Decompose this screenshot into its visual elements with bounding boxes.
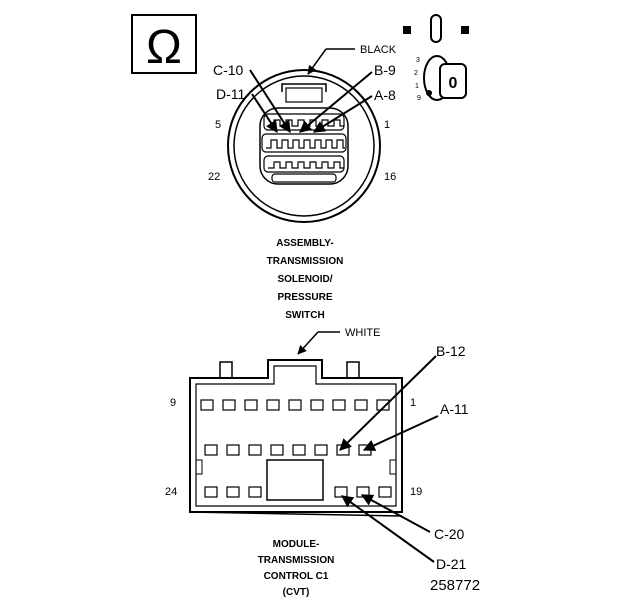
pin-callout-b9: B-9 — [374, 62, 396, 78]
pin-cavity-row1-3 — [244, 399, 258, 411]
pin-callout-a8: A-8 — [374, 87, 396, 103]
meter-scale-2: 2 — [414, 70, 418, 77]
pin-cavity-row1-2 — [222, 399, 236, 411]
bottom-corner-24: 24 — [165, 486, 177, 498]
pin-cavity-row2-6 — [314, 444, 328, 456]
pin-cavity-row3-4 — [334, 486, 348, 498]
top-title-line-2: TRANSMISSION — [267, 256, 344, 267]
top-corner-1: 1 — [384, 119, 390, 131]
pin-callout-a11: A-11 — [440, 401, 469, 417]
pin-cavity-row2-1 — [204, 444, 218, 456]
bottom-connector-title: MODULE- TRANSMISSION CONTROL C1 (CVT) — [258, 539, 335, 598]
meter-zero-label: 0 — [449, 75, 458, 92]
pin-callout-c20: C-20 — [434, 526, 465, 542]
top-round-connector — [227, 69, 381, 223]
pin-cavity-row1-5 — [288, 399, 302, 411]
pin-cavity-row3-2 — [226, 486, 240, 498]
bottom-corner-19: 19 — [410, 486, 422, 498]
bottom-connector-color-label: WHITE — [345, 327, 380, 339]
top-connector-title: ASSEMBLY- TRANSMISSION SOLENOID/ PRESSUR… — [267, 238, 344, 321]
pin-cavity-row2-5 — [292, 444, 306, 456]
top-corner-22: 22 — [208, 171, 220, 183]
pin-cavity-row2-3 — [248, 444, 262, 456]
bottom-rect-connector — [189, 359, 403, 517]
pin-cavity-row3-3 — [248, 486, 262, 498]
pin-callout-d11: D-11 — [216, 86, 246, 102]
pin-cavity-row1-4 — [266, 399, 280, 411]
bottom-title-line-3: CONTROL C1 — [264, 571, 329, 582]
top-title-line-4: PRESSURE — [277, 292, 332, 303]
pin-cavity-row2-2 — [226, 444, 240, 456]
top-connector-color-label: BLACK — [360, 44, 397, 56]
meter-scale-1: 1 — [415, 83, 419, 90]
bottom-title-line-1: MODULE- — [273, 539, 320, 550]
top-corner-5: 5 — [215, 119, 221, 131]
pin-cavity-row2-4 — [270, 444, 284, 456]
pin-callout-c10: C-10 — [213, 62, 244, 78]
bottom-corner-1: 1 — [410, 397, 416, 409]
pin-cavity-row1-6 — [310, 399, 324, 411]
bottom-pin-grid — [200, 399, 392, 498]
bottom-title-line-2: TRANSMISSION — [258, 555, 335, 566]
ohmmeter-symbol-icon: Ω — [131, 14, 197, 74]
top-title-line-3: SOLENOID/ — [277, 274, 332, 285]
pin-callout-b12: B-12 — [436, 343, 466, 359]
top-title-line-1: ASSEMBLY- — [276, 238, 333, 249]
top-corner-16: 16 — [384, 171, 396, 183]
pin-cavity-row1-9 — [376, 399, 390, 411]
bottom-title-line-4: (CVT) — [283, 587, 310, 598]
figure-number: 258772 — [430, 577, 480, 594]
bottom-corner-9: 9 — [170, 397, 176, 409]
pin-cavity-row3-1 — [204, 486, 218, 498]
pin-cavity-row1-1 — [200, 399, 214, 411]
top-title-line-5: SWITCH — [285, 310, 324, 321]
meter-range-icon: 0 3 2 1 9 — [403, 14, 469, 102]
meter-scale-3: 3 — [416, 57, 420, 64]
meter-scale-9: 9 — [417, 95, 421, 102]
pin-cavity-row1-7 — [332, 399, 346, 411]
pin-cavity-row3-6 — [378, 486, 392, 498]
ohm-symbol: Ω — [146, 21, 182, 74]
pin-cavity-row1-8 — [354, 399, 368, 411]
pin-callout-d21: D-21 — [436, 556, 467, 572]
